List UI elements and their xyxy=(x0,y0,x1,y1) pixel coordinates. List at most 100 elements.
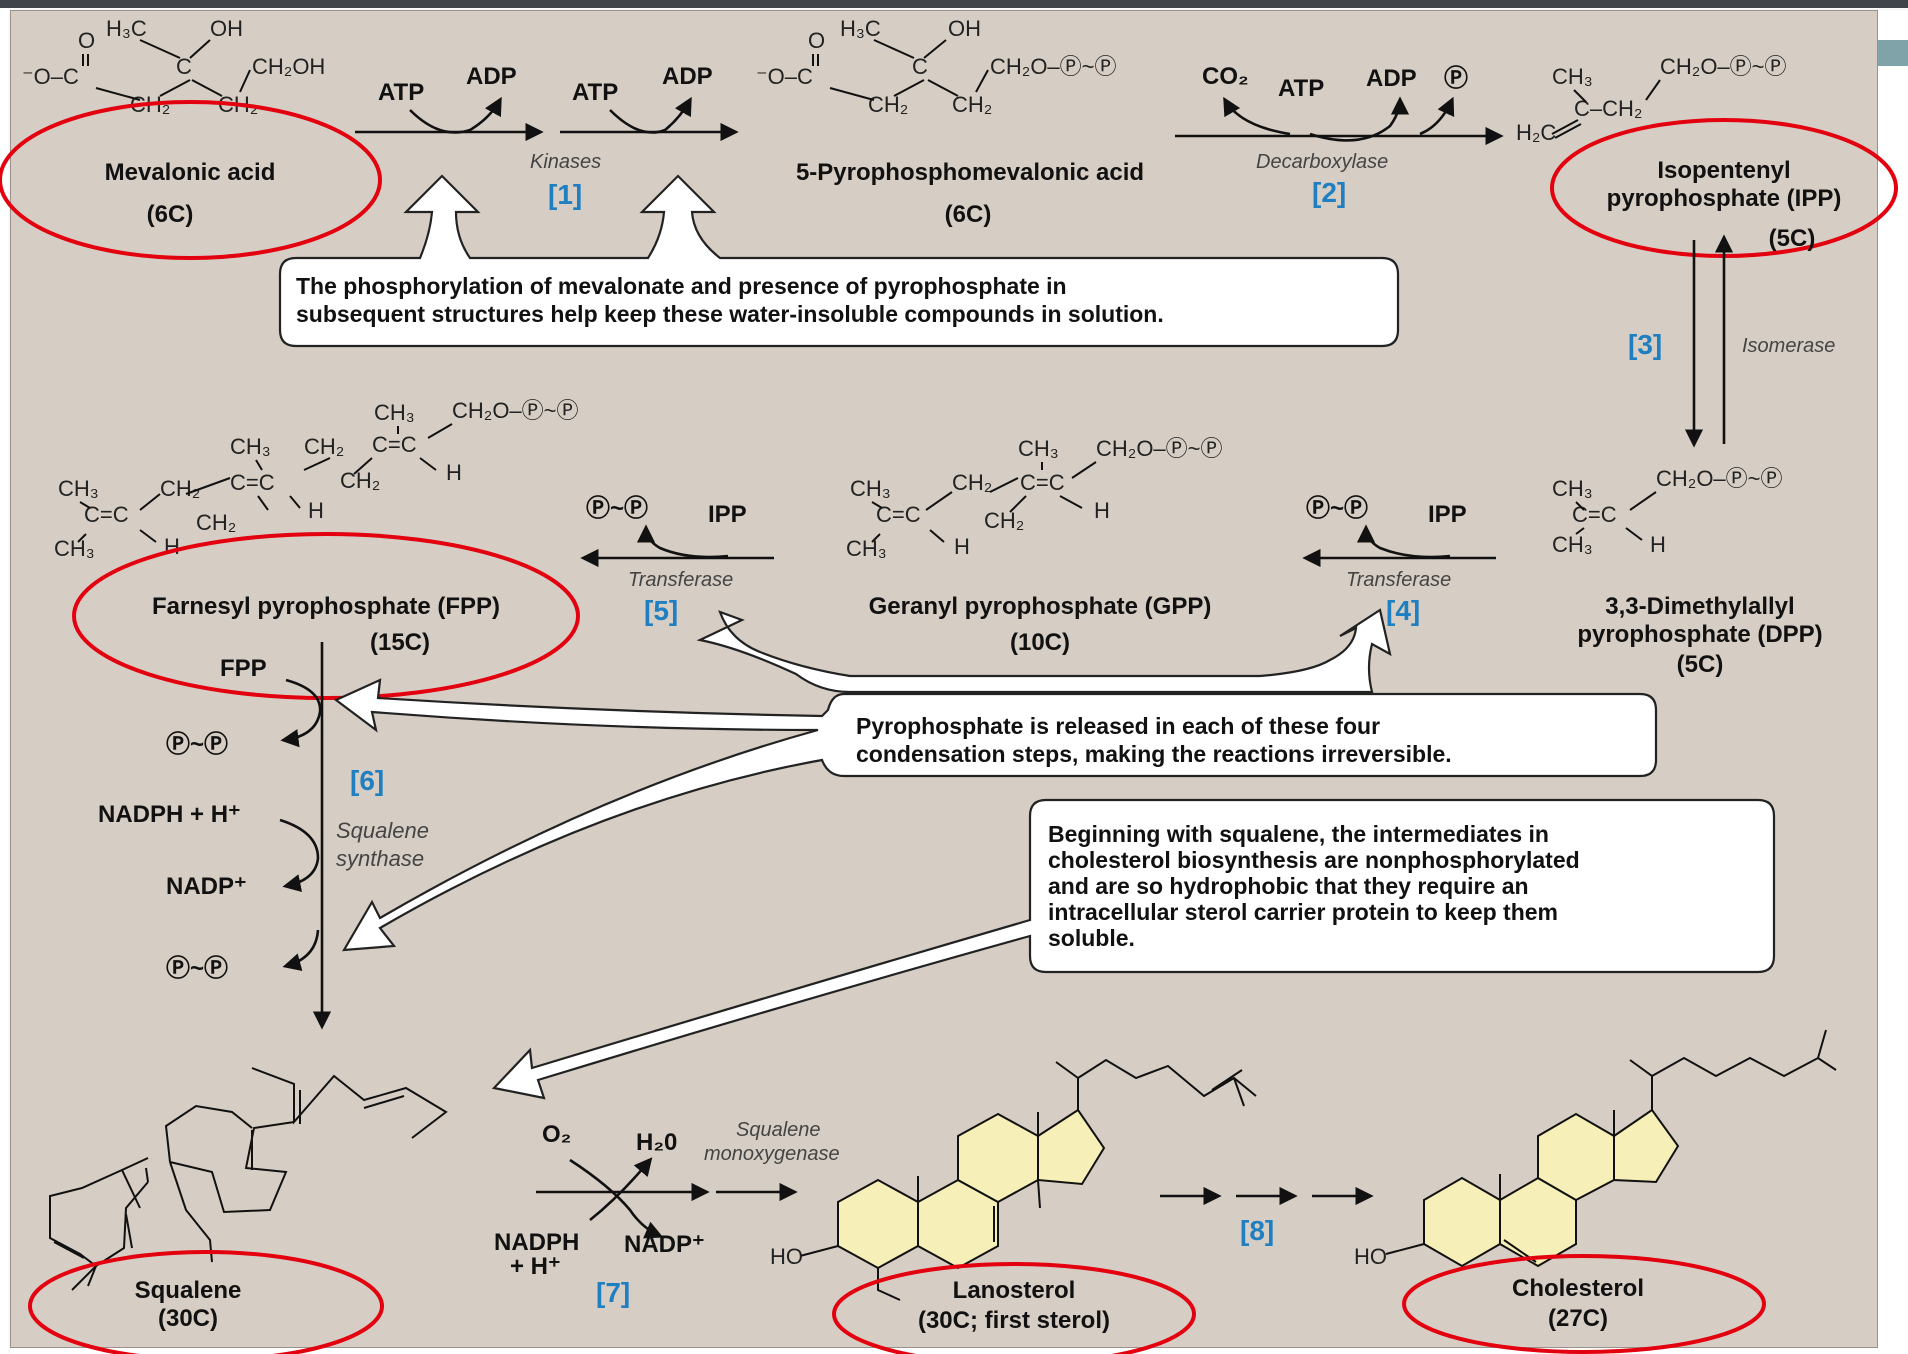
svg-text:C=C: C=C xyxy=(230,470,275,495)
ppi-label-6b: Ⓟ~Ⓟ xyxy=(166,954,228,982)
monoxygenase-line1: Squalene xyxy=(736,1119,821,1141)
svg-text:CH₃: CH₃ xyxy=(58,476,99,501)
squalene-highlight xyxy=(28,1250,384,1354)
ppi-label-4: Ⓟ~Ⓟ xyxy=(1306,494,1368,522)
slide-decoration xyxy=(1878,40,1908,66)
pyrophosphate-callout xyxy=(696,608,1392,694)
co2-label: CO₂ xyxy=(1202,63,1249,90)
nadp-label-7: NADP⁺ xyxy=(624,1231,705,1258)
phosphorylation-note-line1: The phosphorylation of mevalonate and pr… xyxy=(296,273,1067,299)
adp-label-3: ADP xyxy=(1366,65,1417,92)
transferase-label-5: Transferase xyxy=(628,569,733,591)
cholesterol-structure: HO xyxy=(1354,1029,1837,1269)
lanosterol-name: Lanosterol xyxy=(953,1277,1076,1304)
pyrophosphate-note-line1: Pyrophosphate is released in each of the… xyxy=(856,713,1380,739)
svg-text:CH₂O–Ⓟ~Ⓟ: CH₂O–Ⓟ~Ⓟ xyxy=(452,398,579,423)
svg-text:C: C xyxy=(912,54,928,79)
squalene-note-line4: intracellular sterol carrier protein to … xyxy=(1048,899,1558,925)
adp-label-2: ADP xyxy=(662,63,713,90)
atp-label-3: ATP xyxy=(1278,75,1324,102)
svg-text:C=C: C=C xyxy=(876,502,921,527)
svg-text:H: H xyxy=(954,534,970,559)
step-2-number: [2] xyxy=(1312,177,1346,208)
svg-text:CH₃: CH₃ xyxy=(850,476,891,501)
ppi-label-6a: Ⓟ~Ⓟ xyxy=(166,730,228,758)
fpp-cofactor: FPP xyxy=(220,655,267,682)
svg-text:C=C: C=C xyxy=(84,502,129,527)
squalene-note-line1: Beginning with squalene, the intermediat… xyxy=(1048,821,1549,847)
nadph-label-7a: NADPH xyxy=(494,1229,579,1256)
svg-text:CH₃: CH₃ xyxy=(1018,436,1059,461)
dpp-name-line2: pyrophosphate (DPP) xyxy=(1577,621,1822,648)
svg-text:CH₂: CH₂ xyxy=(868,92,908,117)
nadph-label: NADPH + H⁺ xyxy=(98,801,241,828)
pi-label: Ⓟ xyxy=(1444,64,1468,92)
step-4-transferase: Ⓟ~Ⓟ IPP Transferase [4] xyxy=(1302,494,1496,626)
step-3-number: [3] xyxy=(1628,329,1662,360)
step-1-kinases: ATP ADP ATP ADP Kinases [1] xyxy=(355,63,739,210)
svg-text:O: O xyxy=(808,28,825,53)
svg-text:H₃C: H₃C xyxy=(106,16,147,41)
fpp-name: Farnesyl pyrophosphate (FPP) xyxy=(152,593,500,620)
step-4-number: [4] xyxy=(1386,595,1420,626)
svg-text:CH₃: CH₃ xyxy=(1552,476,1593,501)
pyrophosphomevalonic-name: 5-Pyrophosphomevalonic acid xyxy=(796,159,1144,186)
cholesterol-name: Cholesterol xyxy=(1512,1275,1644,1302)
ipp-cofactor-5: IPP xyxy=(708,501,747,528)
svg-text:CH₃: CH₃ xyxy=(374,400,415,425)
svg-text:CH₂O–Ⓟ~Ⓟ: CH₂O–Ⓟ~Ⓟ xyxy=(990,54,1117,79)
svg-text:CH₂O–Ⓟ~Ⓟ: CH₂O–Ⓟ~Ⓟ xyxy=(1660,54,1787,79)
step-6-squalene-synthase: FPP Ⓟ~Ⓟ [6] NADPH + H⁺ Squalene synthase… xyxy=(98,642,429,1030)
svg-text:CH₂: CH₂ xyxy=(984,508,1024,533)
squalene-synthase-line2: synthase xyxy=(336,846,424,871)
svg-text:CH₃: CH₃ xyxy=(54,536,95,561)
dpp-structure: CH₃ CH₂O–Ⓟ~Ⓟ C=C CH₃ H xyxy=(1552,466,1783,557)
svg-text:CH₂: CH₂ xyxy=(952,470,992,495)
svg-text:H: H xyxy=(1650,532,1666,557)
svg-text:H₃C: H₃C xyxy=(840,16,881,41)
svg-text:H: H xyxy=(446,460,462,485)
ipp-name-line1: Isopentenyl xyxy=(1657,157,1790,184)
lanosterol-carbons: (30C; first sterol) xyxy=(918,1307,1110,1334)
step-8: [8] xyxy=(1160,1186,1374,1246)
gpp-structure: CH₃ CH₂O–Ⓟ~Ⓟ CH₃ CH₂ C=C C=C CH₂ H CH₃ H xyxy=(846,436,1223,561)
monoxygenase-line2: monoxygenase xyxy=(704,1143,840,1165)
fpp-highlight xyxy=(72,532,580,700)
lanosterol-highlight xyxy=(832,1262,1196,1354)
step-7-squalene-monoxygenase: O₂ H₂0 Squalene monoxygenase NADPH + H⁺ … xyxy=(494,1119,840,1308)
mevalonic-acid-highlight xyxy=(0,100,382,260)
svg-text:C: C xyxy=(176,54,192,79)
ipp-structure: CH₃ CH₂O–Ⓟ~Ⓟ C–CH₂ H₂C xyxy=(1516,54,1787,145)
squalene-structure xyxy=(49,1067,448,1291)
squalene-callout xyxy=(491,798,1776,1100)
gpp-name: Geranyl pyrophosphate (GPP) xyxy=(869,593,1212,620)
svg-text:O: O xyxy=(78,28,95,53)
phosphorylation-callout xyxy=(278,174,1400,348)
dpp-name-line1: 3,3-Dimethylallyl xyxy=(1605,593,1794,620)
svg-text:HO: HO xyxy=(770,1244,803,1269)
step-5-transferase: Ⓟ~Ⓟ IPP Transferase [5] xyxy=(580,494,774,626)
phosphorylation-note-line2: subsequent structures help keep these wa… xyxy=(296,301,1164,327)
svg-text:H: H xyxy=(164,534,180,559)
svg-text:CH₃: CH₃ xyxy=(1552,532,1593,557)
ppi-label-5: Ⓟ~Ⓟ xyxy=(586,494,648,522)
nadp-label: NADP⁺ xyxy=(166,873,247,900)
svg-text:H: H xyxy=(1094,498,1110,523)
atp-label-2: ATP xyxy=(572,79,618,106)
step-2-decarboxylase: CO₂ ATP ADP Ⓟ Decarboxylase [2] xyxy=(1175,63,1504,208)
squalene-note-line2: cholesterol biosynthesis are nonphosphor… xyxy=(1048,847,1580,873)
svg-text:H: H xyxy=(308,498,324,523)
atp-label-1: ATP xyxy=(378,79,424,106)
svg-text:⁻O–C: ⁻O–C xyxy=(22,64,79,89)
svg-text:CH₂OH: CH₂OH xyxy=(252,54,325,79)
cholesterol-carbons: (27C) xyxy=(1548,1305,1608,1332)
ipp-cofactor-4: IPP xyxy=(1428,501,1467,528)
lanosterol-structure: HO xyxy=(770,1058,1257,1301)
o2-label: O₂ xyxy=(542,1121,571,1148)
svg-text:CH₂: CH₂ xyxy=(952,92,992,117)
squalene-name: Squalene xyxy=(135,1277,242,1304)
step-8-number: [8] xyxy=(1240,1215,1274,1246)
kinases-label: Kinases xyxy=(530,151,601,173)
svg-text:H₂C: H₂C xyxy=(1516,120,1556,145)
